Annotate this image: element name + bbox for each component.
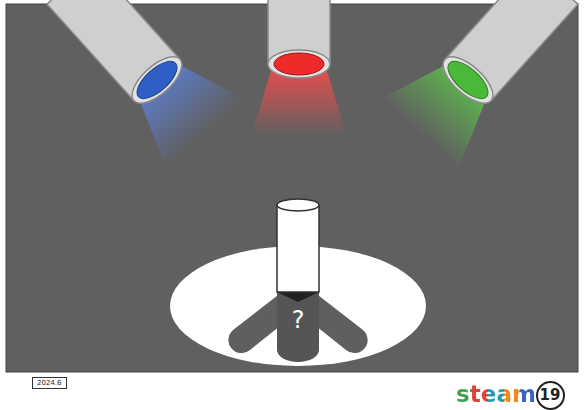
white-cylinder [277,199,319,292]
date-box: 2024.6 [32,377,67,389]
blue-spotlight [31,0,243,168]
cylinder-shadows [228,292,367,362]
box-text: 2024.6 [37,379,62,387]
issue-number: 19 [536,381,565,410]
green-spotlight [381,0,584,168]
red-spotlight [251,0,347,136]
question-mark: ? [292,306,305,334]
box-text: 19 [540,388,561,403]
steam-logo: steam [456,381,536,407]
